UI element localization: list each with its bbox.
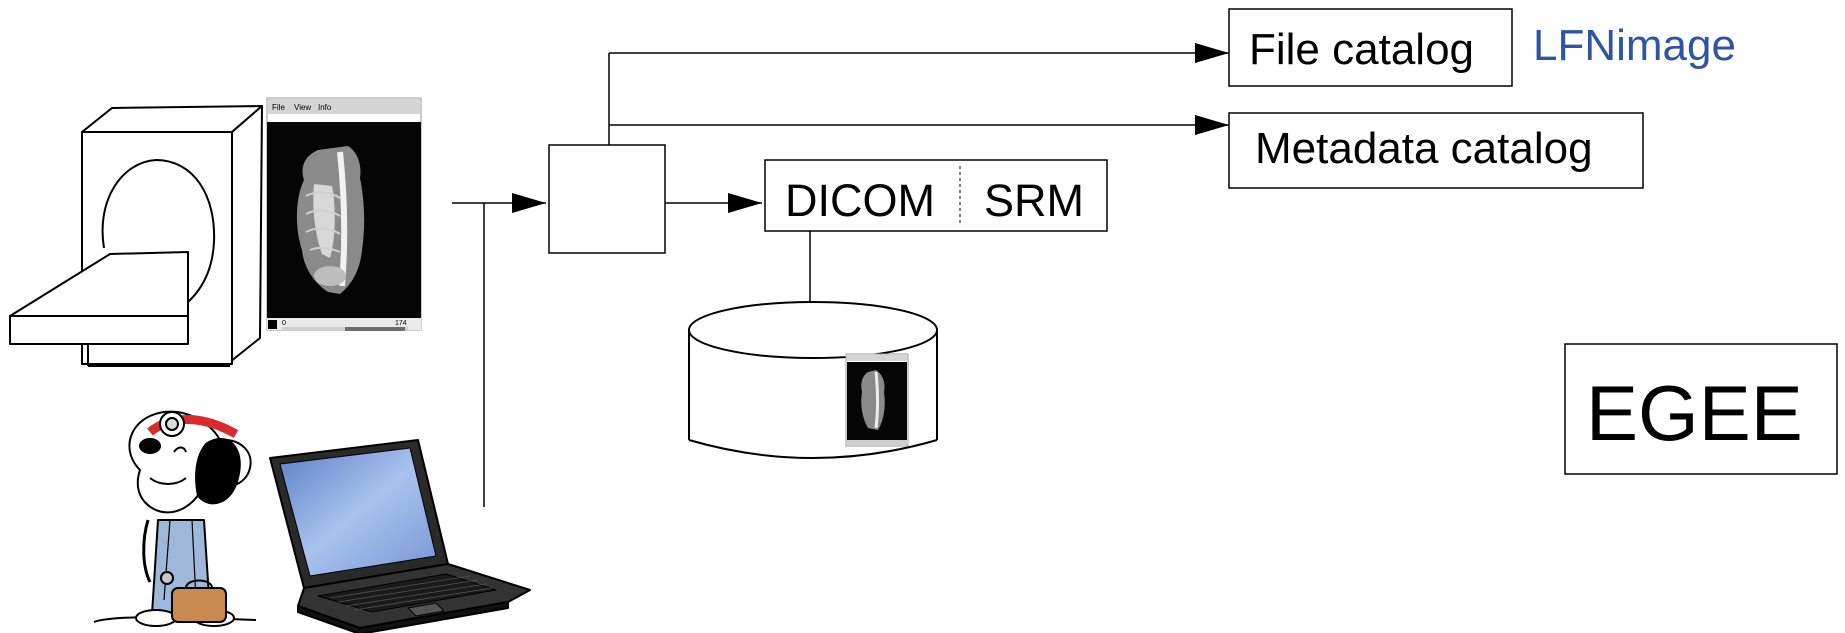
menu-view: View [294,103,311,112]
doctor-dog-icon [93,410,257,627]
file-catalog-label: File catalog [1249,25,1474,74]
file-catalog-box: File catalog [1228,8,1513,87]
stored-image-thumbnail [845,353,909,447]
lfn-image-label: LFNimage [1533,21,1736,70]
catalog-connectors [608,43,1229,145]
scale-min: 0 [282,320,286,327]
image-viewer-window: File View Info 0 174 [266,97,422,331]
processing-box [548,144,666,254]
egee-box: EGEE [1564,343,1838,475]
menu-file: File [272,103,285,112]
scale-max: 174 [395,320,407,327]
menu-info: Info [318,103,332,112]
srm-label: SRM [984,175,1084,226]
dicom-label: DICOM [785,175,935,226]
dicom-srm-box: DICOM SRM [764,159,1108,232]
egee-label: EGEE [1586,369,1803,457]
ct-scanner-icon [9,105,263,367]
metadata-catalog-label: Metadata catalog [1255,124,1593,173]
xray-image [296,146,365,294]
metadata-catalog-box: Metadata catalog [1228,112,1644,189]
storage-cylinder-icon [688,301,938,459]
laptop-icon [269,439,531,633]
upload-connector [452,193,546,507]
